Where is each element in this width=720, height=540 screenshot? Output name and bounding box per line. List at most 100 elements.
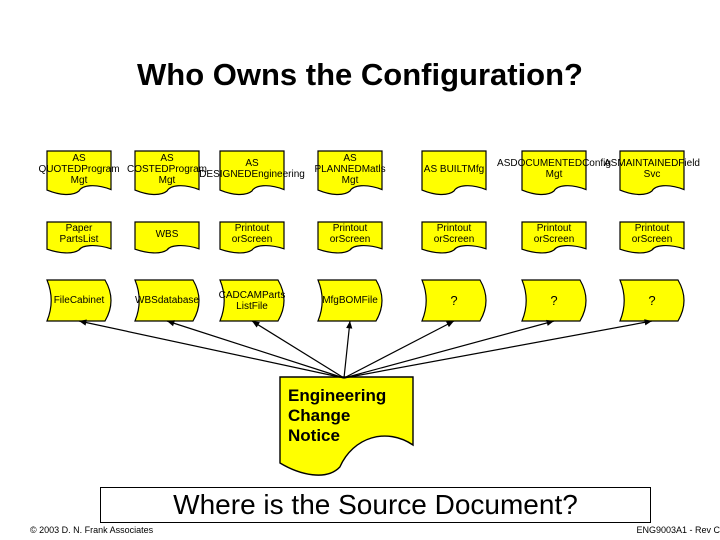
middle-label-3: Printout orScreen [318,222,382,246]
middle-label-0: Paper PartsList [47,222,111,246]
header-label-3-line: Matls Mgt [341,163,386,186]
header-label-6-line: AS [604,158,618,169]
bottom-label-0: FileCabinet [47,280,111,321]
bottom-file-5 [521,279,587,322]
header-label-0: AS QUOTEDProgram Mgt [38,151,119,187]
arrow-head-2 [252,321,260,328]
bottom-label-2-line: CADCAM [218,289,262,301]
bottom-label-1: WBSdatabase [135,280,199,321]
bottom-file-0 [46,279,112,322]
header-doc-5 [521,150,587,196]
bottom-file-3 [317,279,383,322]
header-label-1-line: Program Mgt [158,163,208,186]
middle-doc-2 [219,221,285,254]
header-label-3-line: AS PLANNED [314,152,362,175]
header-label-6: ASMAINTAINEDField Svc [604,151,700,187]
header-label-5-line: AS [497,158,511,169]
bottom-label-3-line: File [361,295,378,306]
doc-code: ENG9003A1 - Rev C [636,525,720,535]
middle-label-0-line: List [82,234,99,245]
header-label-4-line: AS BUILT [423,163,468,175]
arrow-line-3 [343,320,351,379]
ecn-line: Notice [288,426,340,445]
middle-doc-1 [134,221,200,254]
middle-label-4-line: Screen [442,234,475,245]
arrow-line-0 [78,320,345,379]
middle-label-2-line: Screen [240,234,273,245]
arrow-head-1 [167,320,175,327]
middle-label-1-line: WBS [155,228,179,240]
middle-label-6-line: Screen [640,234,673,245]
header-label-1-line: AS COSTED [126,152,174,175]
bottom-label-3-line: BOM [338,295,362,306]
arrow-head-0 [79,319,87,326]
middle-label-2: Printout orScreen [220,222,284,246]
bottom-label-4: ? [422,280,486,321]
header-doc-3 [317,150,383,196]
header-label-5-line: DOCUMENTED [510,158,583,169]
bottom-label-5: ? [522,280,586,321]
header-doc-2 [219,150,285,196]
middle-label-3-line: Screen [338,234,371,245]
arrow-line-2 [251,320,345,379]
bottom-label-2: CADCAMParts ListFile [218,280,286,321]
header-label-6-line: MAINTAINED [617,158,679,169]
middle-doc-4 [421,221,487,254]
bottom-label-3: MfgBOMFile [318,280,382,321]
bottom-file-4 [421,279,487,322]
ecn-line: Engineering [288,386,387,405]
header-doc-0 [46,150,112,196]
arrow-head-6 [644,319,652,326]
header-label-2: AS DESIGNEDEngineering [199,151,305,187]
middle-doc-6 [619,221,685,254]
bottom-label-1-line: WBS [135,295,158,306]
bottom-label-6-line: ? [648,293,656,308]
middle-label-4: Printout orScreen [422,222,486,246]
bottom-label-1-line: database [157,295,199,306]
bottom-file-2 [219,279,285,322]
bottom-label-0-line: File [53,295,70,306]
bottom-label-2-line: Parts List [236,289,286,312]
source-question: Where is the Source Document? [100,487,651,523]
header-label-1: AS COSTEDProgram Mgt [127,151,207,187]
copyright: © 2003 D. N. Frank Associates [30,525,154,535]
ecn-line: Change [288,406,351,425]
middle-label-3-line: Printout or [329,223,368,245]
middle-doc-5 [521,221,587,254]
header-label-5: ASDOCUMENTEDConfig Mgt [497,151,611,187]
arrow-head-3 [346,321,353,329]
middle-label-2-line: Printout or [231,223,270,245]
arrow-line-4 [343,320,455,379]
middle-label-6-line: Printout or [631,223,670,245]
middle-label-6: Printout orScreen [620,222,684,246]
bottom-label-6: ? [620,280,684,321]
bottom-label-2-line: File [251,300,268,312]
ecn-document [279,376,414,476]
arrow-line-5 [343,320,555,379]
arrow-head-5 [546,319,554,326]
middle-label-5-line: Printout or [533,223,572,245]
header-doc-1 [134,150,200,196]
middle-label-5-line: Screen [542,234,575,245]
middle-label-1: WBS [135,222,199,246]
header-label-5-line: Config Mgt [545,158,611,180]
arrow-head-4 [446,321,454,328]
header-label-6-line: Field Svc [643,158,700,180]
middle-label-5: Printout orScreen [522,222,586,246]
header-label-4: AS BUILTMfg [422,151,486,187]
header-label-0-line: Program Mgt [70,163,120,186]
bottom-file-6 [619,279,685,322]
bottom-label-0-line: Cabinet [69,295,105,306]
middle-doc-3 [317,221,383,254]
bottom-label-5-line: ? [550,293,558,308]
header-label-2-line: Engineering [251,169,305,180]
header-label-2-line: AS DESIGNED [199,158,259,180]
header-doc-6 [619,150,685,196]
header-doc-4 [421,150,487,196]
header-label-0-line: AS QUOTED [38,152,86,175]
header-label-4-line: Mfg [467,163,485,175]
arrow-line-6 [343,320,653,379]
middle-label-4-line: Printout or [433,223,472,245]
bottom-file-1 [134,279,200,322]
